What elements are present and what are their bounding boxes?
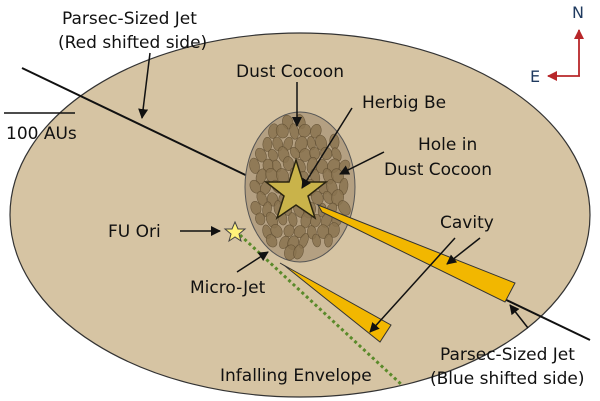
dust-grain (265, 234, 278, 248)
label-cavity: Cavity (440, 213, 494, 233)
dust-grain (262, 136, 273, 152)
compass-east-label: E (530, 67, 540, 86)
label-parsec-blue-line1: Parsec-Sized Jet (440, 345, 575, 365)
label-hole-line2: Dust Cocoon (384, 160, 492, 180)
arrow-cavity-upper (446, 237, 481, 265)
dust-grain (282, 156, 294, 171)
label-herbig-be: Herbig Be (362, 93, 446, 113)
label-dust-cocoon: Dust Cocoon (236, 62, 344, 82)
dust-grain (299, 148, 312, 162)
dust-grain (275, 123, 289, 139)
label-infalling-envelope: Infalling Envelope (220, 366, 372, 386)
arrow-micro-jet (236, 251, 269, 273)
dust-grain (270, 224, 283, 238)
dust-grain (288, 212, 298, 227)
compass: N E (530, 3, 584, 86)
label-scale: 100 AUs (6, 124, 77, 144)
compass-north-label: N (572, 3, 584, 22)
fu-ori-star-icon (223, 220, 247, 243)
arrow-parsec-red (138, 52, 151, 119)
dust-grain (312, 233, 321, 248)
dust-grain (320, 146, 333, 160)
label-parsec-blue-line2: (Blue shifted side) (430, 369, 584, 389)
dust-grain (249, 157, 260, 174)
dust-grain (255, 212, 266, 226)
cavity-lower (279, 262, 392, 343)
dust-grain (290, 146, 300, 160)
arrow-parsec-blue (509, 304, 529, 329)
dust-grain (293, 244, 304, 260)
arrow-herbig-be (301, 107, 353, 189)
dust-grain (337, 200, 351, 216)
label-parsec-red-line1: Parsec-Sized Jet (62, 9, 197, 29)
arrow-cavity-lower (369, 237, 456, 333)
label-micro-jet: Micro-Jet (190, 278, 266, 298)
herbig-be-star-icon (263, 157, 329, 220)
label-hole-line1: Hole in (418, 135, 477, 155)
label-parsec-red-line2: (Red shifted side) (58, 33, 207, 53)
dust-grain (324, 233, 333, 248)
dust-grain (310, 124, 322, 139)
dust-grain (327, 222, 340, 238)
arrow-hole (339, 151, 385, 175)
dust-grain (331, 147, 342, 162)
label-fu-ori: FU Ori (108, 222, 161, 242)
